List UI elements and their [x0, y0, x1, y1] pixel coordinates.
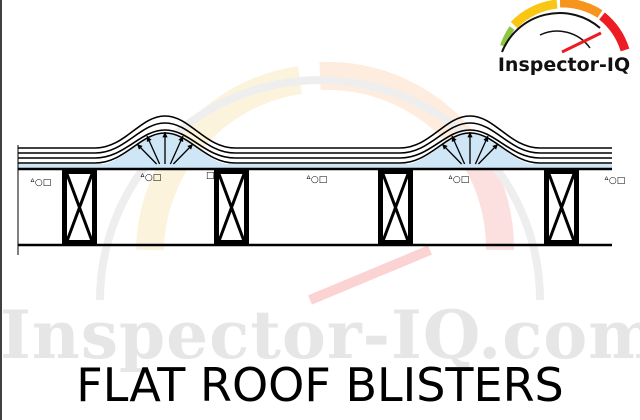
arrow-head: [483, 136, 489, 142]
membrane-layer: [18, 115, 612, 149]
joist-cross: [65, 173, 94, 242]
watermark-text: Inspector-IQ.com: [0, 296, 640, 374]
diagram-title: FLAT ROOF BLISTERS: [76, 358, 564, 412]
aggregate-symbol: □: [206, 171, 215, 181]
membrane-layer: [18, 132, 612, 164]
logo-text: Inspector-IQ: [497, 54, 631, 76]
air-gap: [18, 164, 612, 168]
arrow-head: [187, 144, 193, 150]
joist-cross: [217, 173, 246, 242]
joist-cross: [547, 173, 576, 242]
joist-cross: [381, 173, 410, 242]
arrow-head: [467, 132, 473, 138]
arrow-head: [451, 136, 457, 142]
membrane-layer: [18, 122, 612, 154]
arrow-head: [162, 132, 168, 138]
aggregate-symbol: ᐞ○□: [604, 176, 625, 186]
arrow-head: [492, 144, 498, 150]
membrane-layer: [18, 129, 612, 159]
arrow-head: [178, 136, 184, 142]
arrow-head: [146, 136, 152, 142]
aggregate-symbol: ᐞ○□: [30, 178, 51, 188]
arrow-head: [442, 144, 448, 150]
aggregate-symbol: ᐞ○□: [140, 173, 161, 183]
aggregate-symbol: ᐞ○□: [306, 175, 327, 185]
aggregate-symbol: ᐞ○□: [448, 175, 469, 185]
arrow-head: [137, 144, 143, 150]
